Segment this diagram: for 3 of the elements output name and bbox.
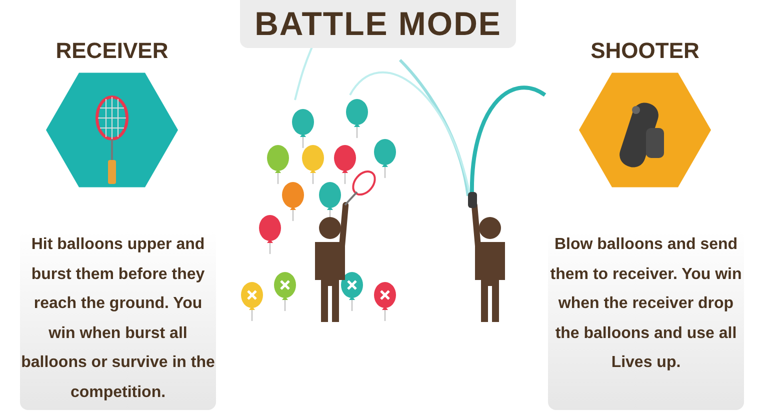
title-banner: BATTLE MODE	[240, 0, 516, 48]
role-heading: SHOOTER	[590, 38, 700, 64]
role-heading: RECEIVER	[54, 38, 170, 64]
